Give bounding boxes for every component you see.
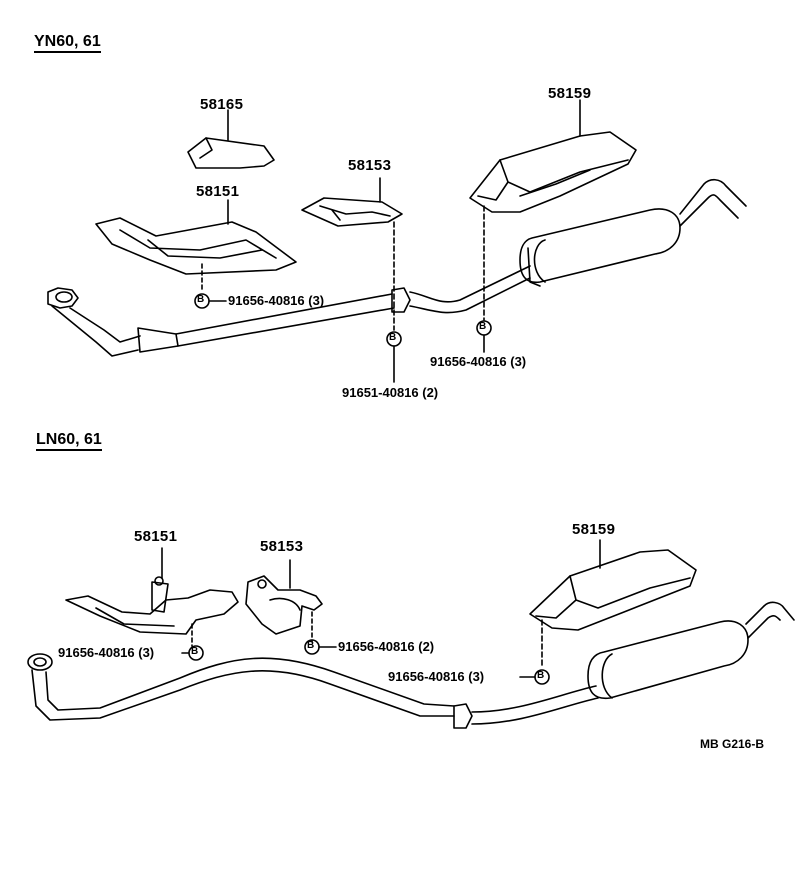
bottom-bolt-symbols (181, 639, 550, 685)
bottom-part-58159-insulator (529, 539, 697, 669)
bottom-label-58159: 58159 (572, 521, 616, 538)
bottom-exhaust-pipe (27, 601, 795, 729)
figure-code: MB G216-B (700, 737, 765, 751)
bottom-muffler (587, 620, 749, 700)
callout-b-top-2: B (389, 332, 397, 343)
bottom-assembly (27, 539, 795, 729)
callout-b-bottom-1: B (191, 646, 199, 657)
top-part-58159-insulator (469, 99, 637, 321)
top-part-58153-insulator (301, 177, 403, 331)
top-bolt-label-c: 91656-40816 (3) (430, 354, 527, 369)
bottom-bolt-label-c: 91656-40816 (3) (388, 669, 485, 684)
top-muffler (519, 208, 681, 284)
callout-b-bottom-3: B (537, 670, 545, 681)
bottom-label-58151: 58151 (134, 528, 178, 545)
top-part-58165-cover (187, 109, 275, 169)
bottom-part-58153-insulator (245, 559, 323, 643)
callout-b-bottom-2: B (307, 640, 315, 651)
top-part-58151-insulator (95, 199, 297, 293)
section-title-bottom: LN60, 61 (36, 432, 102, 451)
top-label-58151: 58151 (196, 183, 240, 200)
top-bolt-label-a: 91656-40816 (3) (228, 293, 325, 308)
bottom-label-58153: 58153 (260, 538, 304, 555)
bottom-bolt-label-a: 91656-40816 (3) (58, 645, 155, 660)
top-label-58159: 58159 (548, 85, 592, 102)
top-bolt-symbols (194, 293, 492, 383)
top-label-58165: 58165 (200, 96, 244, 113)
top-exhaust-pipe (47, 178, 747, 357)
bottom-part-58151-insulator (65, 547, 239, 647)
callout-b-top-1: B (197, 294, 205, 305)
top-label-58153: 58153 (348, 157, 392, 174)
top-assembly (47, 99, 747, 383)
bottom-bolt-label-b: 91656-40816 (2) (338, 639, 435, 654)
top-bolt-label-b: 91651-40816 (2) (342, 385, 439, 400)
callout-b-top-3: B (479, 321, 487, 332)
section-title-top: YN60, 61 (34, 34, 101, 53)
